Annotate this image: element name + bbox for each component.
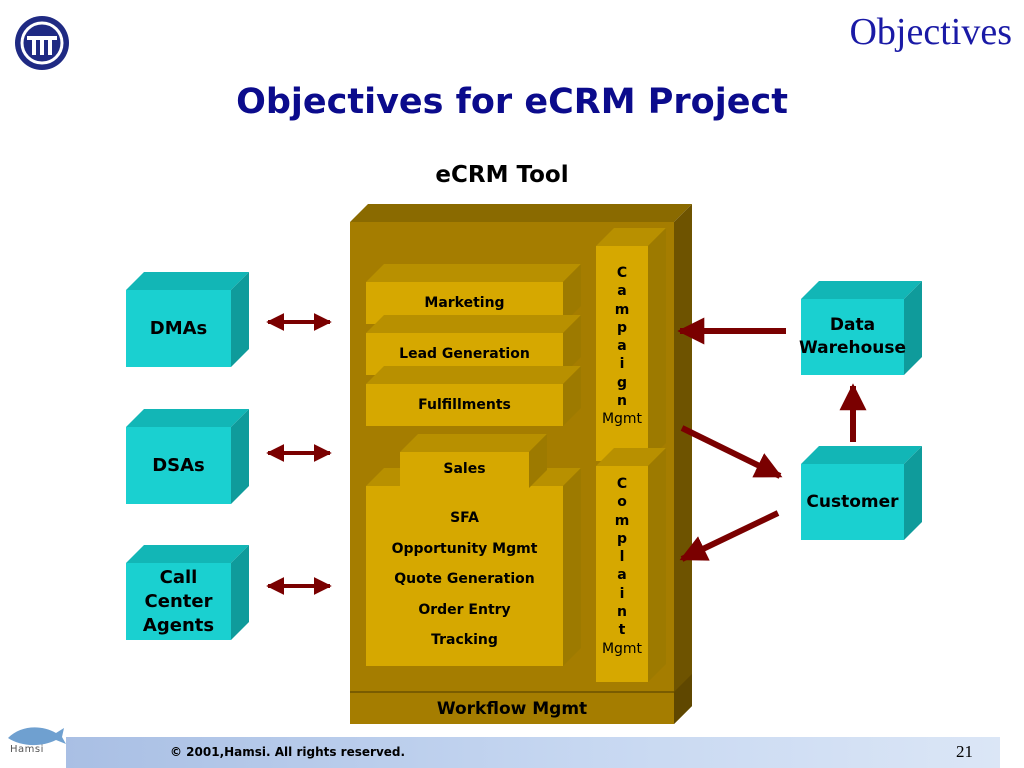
- company-logo: [15, 16, 69, 70]
- footer-brand: Hamsi: [10, 744, 44, 755]
- fulfillments-box: [366, 366, 581, 426]
- campaign-customer-arrow: [680, 425, 783, 479]
- campaign-mgmt-box: [596, 228, 666, 461]
- data-warehouse-label: Data Warehouse: [798, 315, 907, 358]
- customer-complaint-arrow: [679, 510, 780, 562]
- order-entry-label: Order Entry: [418, 601, 511, 618]
- call-center-box: [126, 545, 249, 640]
- call-center-label: Call Center Agents: [142, 566, 215, 636]
- complaint-mgmt-box: [596, 448, 666, 682]
- dmas-box: [126, 272, 249, 367]
- sales-label: Sales: [443, 461, 486, 477]
- footer-bar: [66, 737, 1000, 768]
- sfa-label: SFA: [450, 510, 479, 526]
- customer-box: [801, 446, 922, 540]
- marketing-label: Marketing: [424, 295, 505, 311]
- page-title: Objectives for eCRM Project: [236, 82, 788, 122]
- quote-generation-label: Quote Generation: [394, 571, 535, 588]
- customer-label: Customer: [806, 492, 899, 512]
- copyright-text: © 2001,Hamsi. All rights reserved.: [170, 745, 406, 759]
- dmas-label: DMAs: [149, 318, 208, 339]
- campaign-mgmt-label: C a m p a i g n Mgmt: [601, 265, 643, 428]
- complaint-mgmt-label: C o m p l a i n t Mgmt: [601, 476, 643, 657]
- data-warehouse-box: [801, 281, 922, 375]
- workflow-mgmt-label: Workflow Mgmt: [436, 699, 588, 719]
- tracking-label: Tracking: [431, 632, 498, 649]
- opportunity-mgmt-label: Opportunity Mgmt: [391, 540, 538, 557]
- corner-title: Objectives: [849, 11, 1012, 53]
- dsas-box: [126, 409, 249, 504]
- ecrm-tool-title: eCRM Tool: [435, 162, 569, 188]
- page-number: 21: [956, 742, 973, 761]
- sales-box: [400, 434, 547, 488]
- fulfillments-label: Fulfillments: [418, 397, 511, 413]
- sfa-list: SFA Opportunity Mgmt Quote Generation Or…: [366, 503, 563, 656]
- dsas-label: DSAs: [152, 455, 205, 476]
- fish-logo: [8, 727, 66, 746]
- lead-generation-label: Lead Generation: [399, 346, 530, 362]
